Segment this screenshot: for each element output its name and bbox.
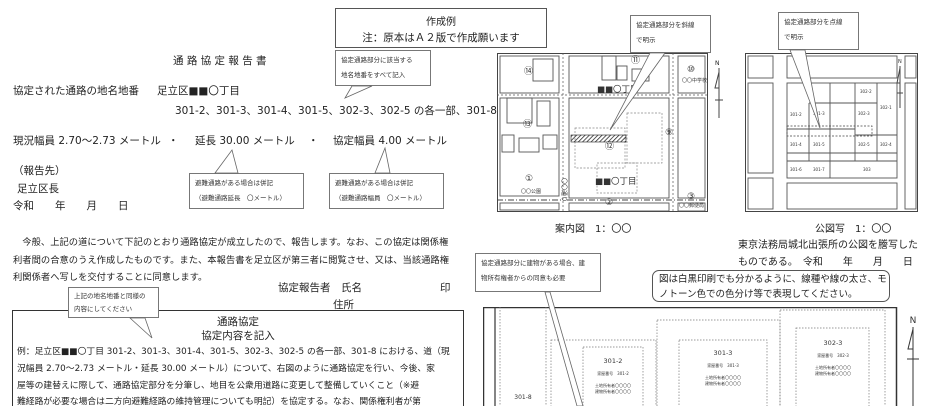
building-owner: 建物所有者〇〇〇〇 xyxy=(705,380,741,386)
reporter-label: 協定報告者 氏名 xyxy=(278,282,362,294)
lot-label: 301-6 xyxy=(790,167,802,172)
length: 延長 30.00 メートル xyxy=(195,135,295,147)
agreement-line: 難経路が必要な場合は二方向避難経路の維持管理についても明記）を協定する。なお、関… xyxy=(17,397,421,406)
report-date: 令和 年 月 日 xyxy=(13,200,129,212)
lot-label: 302-1 xyxy=(880,105,892,110)
land-owner: 土地所有者〇〇〇〇 xyxy=(705,374,741,380)
lot-label: 301-4 xyxy=(790,142,802,147)
lot-label: 301-5 xyxy=(813,142,825,147)
house-number: 家屋番号 301-2 xyxy=(597,370,629,376)
lot-label: 302-5 xyxy=(858,142,870,147)
map-label: 〇〇公園 xyxy=(521,189,541,195)
separator: ・ xyxy=(168,135,179,147)
map-label: 〇〇郵便局 xyxy=(679,202,704,209)
lot-label: 301-2 xyxy=(790,112,802,117)
cadastral-source: 東京法務局城北出張所の公図を謄写した xyxy=(738,240,918,251)
house-number: 家屋番号 301-3 xyxy=(707,362,739,368)
location-district: 足立区■■〇丁目 xyxy=(157,85,240,97)
example-notice-box: 作成例 注：原本はＡ２版で作成願います xyxy=(335,8,547,48)
lot-label: 301-3 xyxy=(813,111,825,116)
map-label: ⑫ xyxy=(605,141,614,152)
map-label: 〇〇中学校 xyxy=(682,77,707,84)
lot-label: 302-3 xyxy=(858,111,870,116)
example-note: 注：原本はＡ２版で作成願います xyxy=(362,32,520,44)
callout-width: 避難通路がある場合は併記（避難通路幅員 〇メートル） xyxy=(329,173,444,209)
recipient: 足立区長 xyxy=(17,183,59,195)
guide-map: ⑭ ⑪ ⑩ 〇〇中学校 ■■〇丁目 ⑬ ⑫ ⑨ ① 〇〇公園 ■■〇丁目 ② ③… xyxy=(497,53,708,212)
building-owner: 建物所有者〇〇〇〇 xyxy=(595,388,631,394)
lot-label: 301-2 xyxy=(604,357,623,365)
recipient-label: （報告先） xyxy=(13,165,66,177)
lot-label: 301-7 xyxy=(813,167,825,172)
map-label: ⑬ xyxy=(523,119,532,130)
map-label: ⑨ xyxy=(665,128,673,138)
paragraph-line: 利関係者へ写しを交付することに同意します。 xyxy=(13,272,208,283)
north-arrow-icon xyxy=(907,327,919,406)
agreement-line: 況幅員 2.70〜2.73 メートル・延長 30.00 メートル）について、右図… xyxy=(17,364,435,374)
land-owner: 土地所有者〇〇〇〇 xyxy=(815,364,851,370)
paragraph-line: 今般、上記の道について下記のとおり通路協定が成立したので、報告します。なお、この… xyxy=(13,237,449,248)
callout-dotted: 協定通路部分を点線で明示 xyxy=(778,12,859,50)
agreement-subtitle: 協定内容を記入 xyxy=(201,330,275,342)
callout-monochrome: 図は白黒印刷でも分かるように、線種や線の太さ、モノトーン色での色分け等で表現して… xyxy=(652,270,890,302)
agreement-title: 通路協定 xyxy=(217,316,259,328)
building-owner: 建物所有者〇〇〇〇 xyxy=(815,370,851,376)
guide-map-caption: 案内図 1：〇〇 xyxy=(555,224,632,235)
lot-label: 303 xyxy=(863,167,871,172)
agreement-box: 通路協定 協定内容を記入 例：足立区■■〇丁目 301-2、301-3、301-… xyxy=(12,310,464,406)
street-label: 〇〇通り xyxy=(560,178,568,202)
address-label: 住所 xyxy=(333,299,354,311)
map-label: ① xyxy=(525,174,533,184)
seal-mark: 印 xyxy=(440,282,451,294)
cadastral-caption: 公図写 1：〇〇 xyxy=(815,224,892,235)
callout-building: 協定通路部分に建物がある場合、建物所有権者からの同意も必要 xyxy=(475,253,601,292)
north-label: N xyxy=(910,316,917,326)
hatched-agreement-path xyxy=(570,134,627,143)
agreement-line: 屋等の建替えに際して、通路協定部分を分筆し、地目を公衆用道路に変更して整備してい… xyxy=(17,381,420,391)
paragraph-line: 利者間の合意のうえ作成したものです。また、本報告書を足立区が第三者に閲覧させ、又… xyxy=(13,255,450,266)
lot-label: 301-3 xyxy=(714,349,733,357)
north-arrow-icon xyxy=(714,68,723,118)
current-width: 現況幅員 2.70〜2.73 メートル xyxy=(13,135,161,147)
callout-lots: 協定通路部分に該当する地名地番をすべて記入 xyxy=(335,50,431,86)
north-label: N xyxy=(715,60,720,67)
separator: ・ xyxy=(308,135,319,147)
lot-label: 301-8 xyxy=(514,394,532,401)
agreed-width: 協定幅員 4.00 メートル xyxy=(333,135,448,147)
north-label: N xyxy=(898,59,902,65)
lot-label: 302-2 xyxy=(860,89,872,94)
lot-label: 302-3 xyxy=(824,339,843,347)
map-label: ■■〇丁目 xyxy=(595,177,637,187)
land-owner: 土地所有者〇〇〇〇 xyxy=(595,382,631,388)
callout-length: 避難通路がある場合は併記（避難通路延長 〇メートル） xyxy=(189,173,304,209)
location-lots: 301-2、301-3、301-4、301-5、302-3、302-5 の各一部… xyxy=(175,105,497,117)
cadastral-source-date: ものである。 令和 年 月 日 xyxy=(738,257,913,268)
callout-hatch: 協定通路部分を斜線で明示 xyxy=(630,15,711,53)
map-label: ⑪ xyxy=(631,55,640,66)
lot-label: 302-4 xyxy=(880,142,892,147)
agreement-line: 例：足立区■■〇丁目 301-2、301-3、301-4、301-5、302-3… xyxy=(17,347,450,357)
map-label: ② xyxy=(605,198,613,208)
example-title: 作成例 xyxy=(426,17,456,28)
map-label: ⑩ xyxy=(687,65,695,75)
map-label: ⑭ xyxy=(524,66,533,77)
location-label: 協定された通路の地名地番 xyxy=(13,85,139,97)
dotted-agreement-path xyxy=(786,125,873,137)
callout-same: 上記の地名地番と同様の内容にしてください xyxy=(68,287,159,318)
report-title: 通 路 協 定 報 告 書 xyxy=(173,55,267,67)
site-plan: 301-2 家屋番号 301-2 土地所有者〇〇〇〇 建物所有者〇〇〇〇 301… xyxy=(483,307,919,406)
house-number: 家屋番号 302-3 xyxy=(817,352,849,358)
map-label: ③ xyxy=(687,192,695,202)
north-arrow-icon xyxy=(896,66,903,108)
cadastral-map: 302-2 302-1 301-2 301-3 302-3 301-4 301-… xyxy=(745,53,918,212)
map-label: ■■〇丁目 xyxy=(597,85,639,95)
